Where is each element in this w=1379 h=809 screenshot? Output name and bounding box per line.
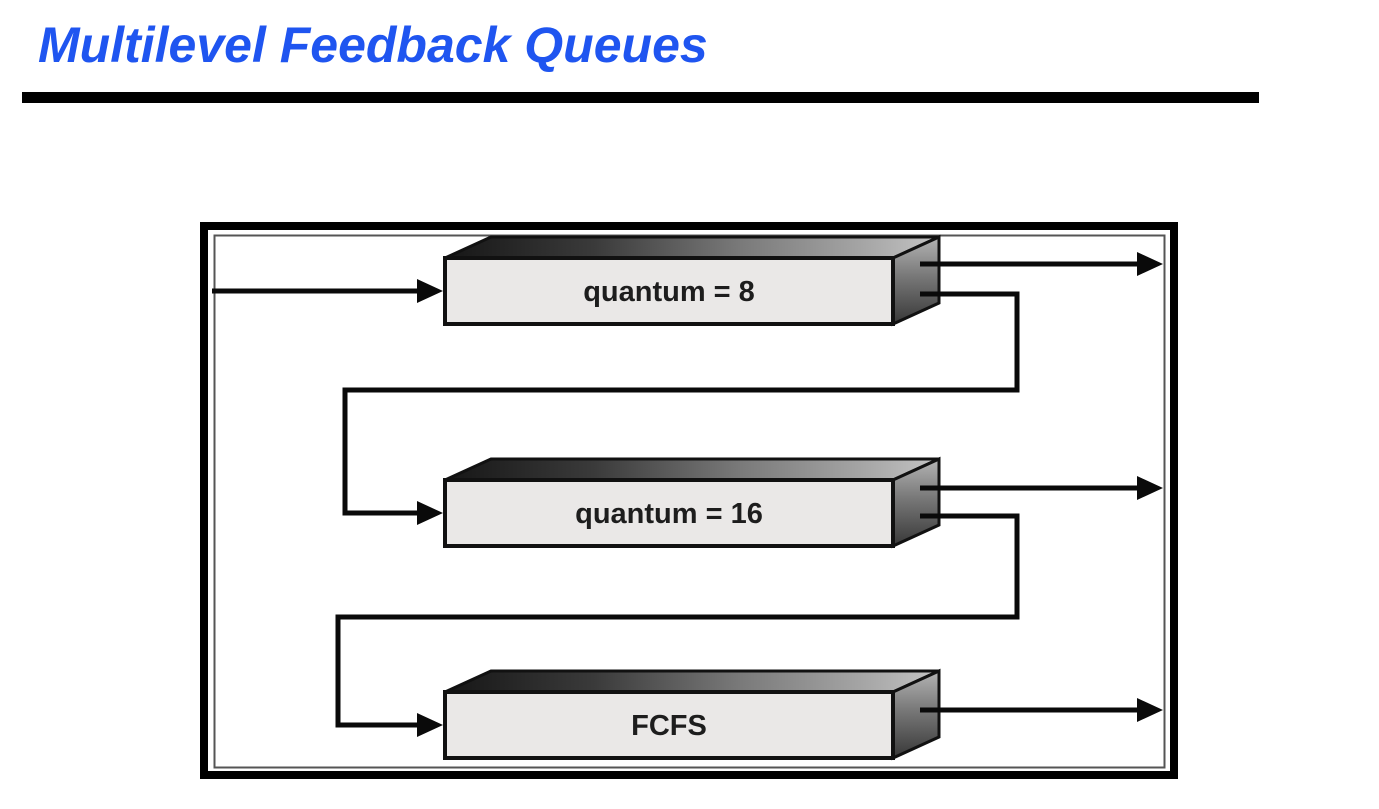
queue-2-box: FCFS bbox=[443, 668, 941, 761]
queue-2-exit-arrowhead-icon bbox=[1137, 698, 1163, 722]
queue-1-demote-path bbox=[335, 513, 1020, 737]
queue-1-box: quantum = 16 bbox=[443, 456, 941, 549]
queue-1-label: quantum = 16 bbox=[575, 498, 763, 530]
queue-0-top-face bbox=[444, 235, 940, 260]
slide-title: Multilevel Feedback Queues bbox=[38, 17, 708, 73]
title-underline-rule bbox=[22, 92, 1259, 103]
queue-1-exit-arrow bbox=[920, 476, 1163, 500]
queue-0-box: quantum = 8 bbox=[443, 234, 941, 327]
queue-0-exit-arrow bbox=[920, 252, 1163, 276]
queue-2-label: FCFS bbox=[631, 710, 707, 742]
queue-1-front-face bbox=[443, 478, 895, 548]
frame-outer-border bbox=[200, 222, 1178, 779]
entry-arrow bbox=[212, 279, 443, 303]
queue-1-demote-arrowhead-icon bbox=[417, 713, 443, 737]
queue-0-demote-line bbox=[342, 291, 1020, 516]
queue-0-demote-arrowhead-icon bbox=[417, 501, 443, 525]
queue-0-demote-path bbox=[342, 291, 1020, 525]
queue-1-exit-arrowhead-icon bbox=[1137, 476, 1163, 500]
queue-1-demote-line bbox=[335, 513, 1020, 728]
queue-1-top-face bbox=[444, 457, 940, 482]
queue-2-top-face bbox=[444, 669, 940, 694]
queue-0-exit-arrowhead-icon bbox=[1137, 252, 1163, 276]
queue-2-exit-arrow bbox=[920, 698, 1163, 722]
queue-0-front-face bbox=[443, 256, 895, 326]
queue-2-front-face bbox=[443, 690, 895, 760]
entry-arrowhead-icon bbox=[417, 279, 443, 303]
queue-0-label: quantum = 8 bbox=[583, 276, 755, 308]
